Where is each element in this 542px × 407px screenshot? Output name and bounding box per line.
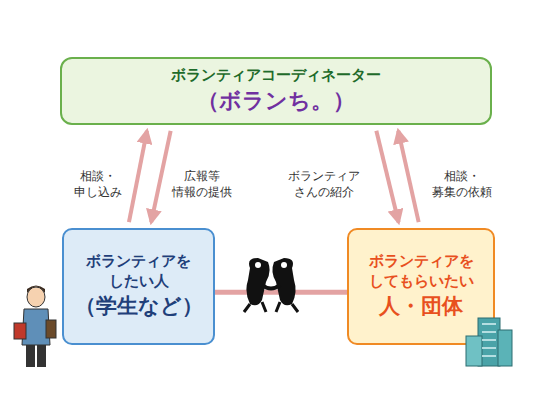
arrow-label: 相談・ 募集の依頼 [426,168,498,200]
student-illustration [14,286,56,368]
flow-arrow [129,131,147,222]
node-heading: ボランティアコーディネーター [171,66,381,86]
handshake-illustration [244,258,298,312]
coordinator-box: ボランティアコーディネーター（ボランち。） [60,57,492,125]
flow-arrow [398,131,418,222]
node-heading: ボランティアを したい人 [70,252,207,291]
link-line [215,290,347,295]
arrow-label: 相談・ 申し込み [62,168,134,200]
arrow-label: ボランティア さんの紹介 [288,168,360,200]
node-heading: ボランティアを してもらいたい [355,252,487,291]
volunteer-box: ボランティアを したい人（学生など） [62,228,215,345]
arrow-label: 広報等 情報の提供 [166,168,238,200]
node-subtext: （学生など） [75,293,203,320]
node-subtext: （ボランち。） [197,87,355,116]
organization-box: ボランティアを してもらいたい人・団体 [347,228,495,345]
node-subtext: 人・団体 [379,293,463,320]
flow-arrow [376,131,398,222]
flow-arrow [151,131,170,222]
